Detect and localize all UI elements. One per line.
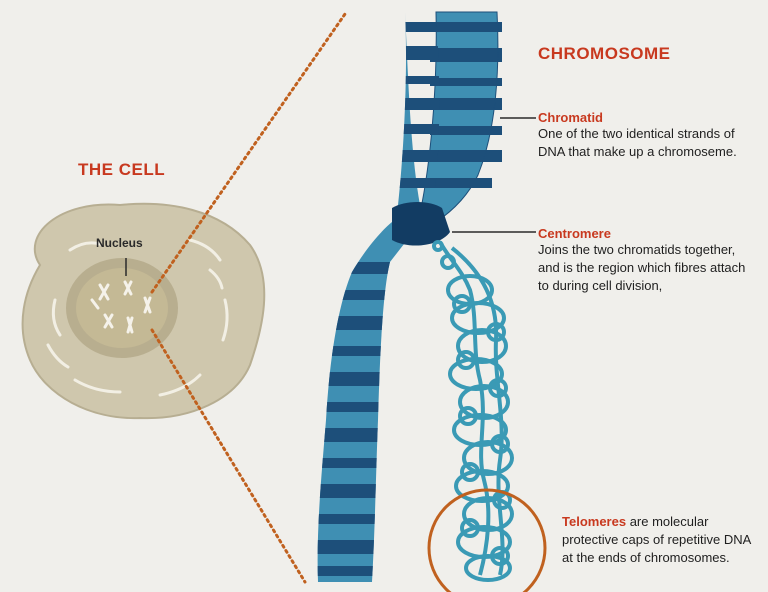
chromatid-annotation: Chromatid One of the two identical stran… — [538, 110, 758, 161]
telomeres-heading: Telomeres — [562, 514, 626, 529]
chromosome-title: CHROMOSOME — [538, 44, 671, 64]
chromosome-right-upper-arm — [418, 12, 498, 222]
cell-title: THE CELL — [78, 160, 165, 180]
nucleus-label: Nucleus — [96, 236, 143, 250]
centromere-heading: Centromere — [538, 226, 758, 241]
centromere-annotation: Centromere Joins the two chromatids toge… — [538, 226, 758, 295]
centromere — [392, 202, 450, 246]
uncoiled-dna — [434, 242, 512, 580]
centromere-description: Joins the two chromatids together, and i… — [538, 241, 758, 295]
chromatid-description: One of the two identical strands of DNA … — [538, 125, 758, 161]
chromatid-heading: Chromatid — [538, 110, 758, 125]
telomeres-annotation: Telomeres are molecular protective caps … — [562, 513, 762, 567]
cell — [23, 204, 265, 418]
left-arm-bands — [300, 22, 460, 576]
